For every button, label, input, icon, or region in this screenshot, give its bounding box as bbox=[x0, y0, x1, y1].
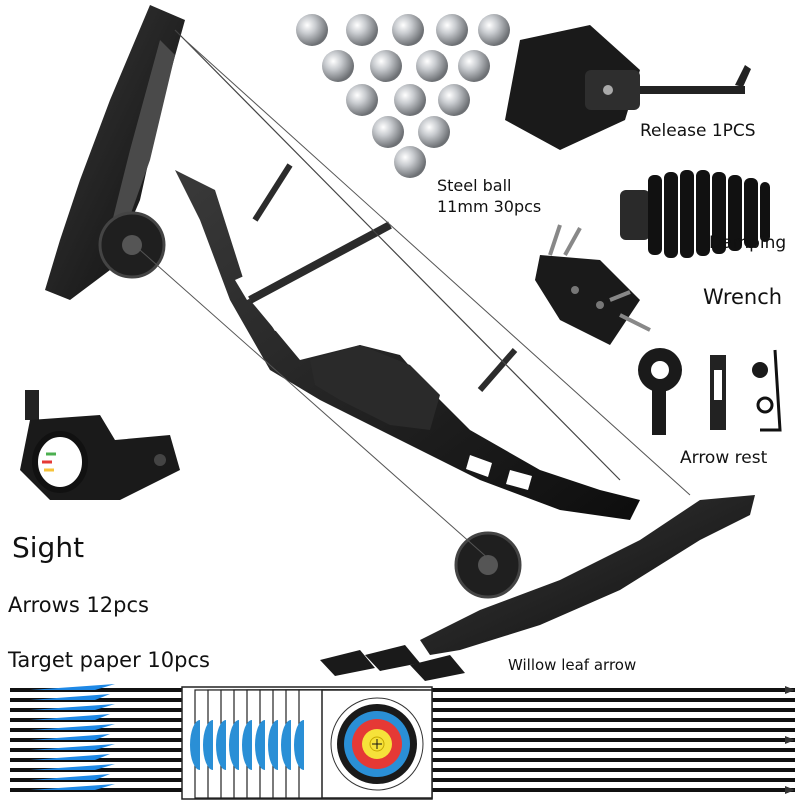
steel-ball-label: Steel ball 11mm 30pcs bbox=[437, 175, 541, 217]
multi-tool-wrench bbox=[535, 224, 651, 345]
bow-grip bbox=[310, 345, 440, 430]
archery-target-face bbox=[321, 689, 433, 799]
release-label: Release 1PCS bbox=[640, 121, 756, 141]
wrench-label: Wrench bbox=[703, 285, 783, 309]
release-aid bbox=[505, 25, 751, 150]
target-paper-label: Target paper 10pcs bbox=[8, 648, 210, 672]
damping-label: Damping bbox=[709, 233, 787, 253]
bow-string bbox=[174, 29, 621, 481]
bow-sight bbox=[20, 390, 180, 500]
arrow-rest-label: Arrow rest bbox=[680, 448, 768, 468]
compound-bow bbox=[45, 5, 755, 655]
willow-leaf-arrow-label: Willow leaf arrow bbox=[508, 656, 637, 674]
bow-riser bbox=[175, 170, 640, 520]
target-papers bbox=[181, 686, 433, 800]
willow-leaf-arrowheads bbox=[320, 645, 465, 681]
damping-stabilizer bbox=[620, 170, 770, 258]
arrow-rest-parts bbox=[638, 348, 782, 435]
steel-ball-label-line1: Steel ball bbox=[437, 176, 512, 195]
lower-limb bbox=[420, 495, 755, 655]
sight-label: Sight bbox=[12, 531, 85, 564]
arrows-label: Arrows 12pcs bbox=[8, 593, 149, 617]
steel-ball-label-line2: 11mm 30pcs bbox=[437, 197, 542, 216]
steel-balls bbox=[296, 14, 510, 178]
arrow-fletching bbox=[30, 684, 115, 790]
